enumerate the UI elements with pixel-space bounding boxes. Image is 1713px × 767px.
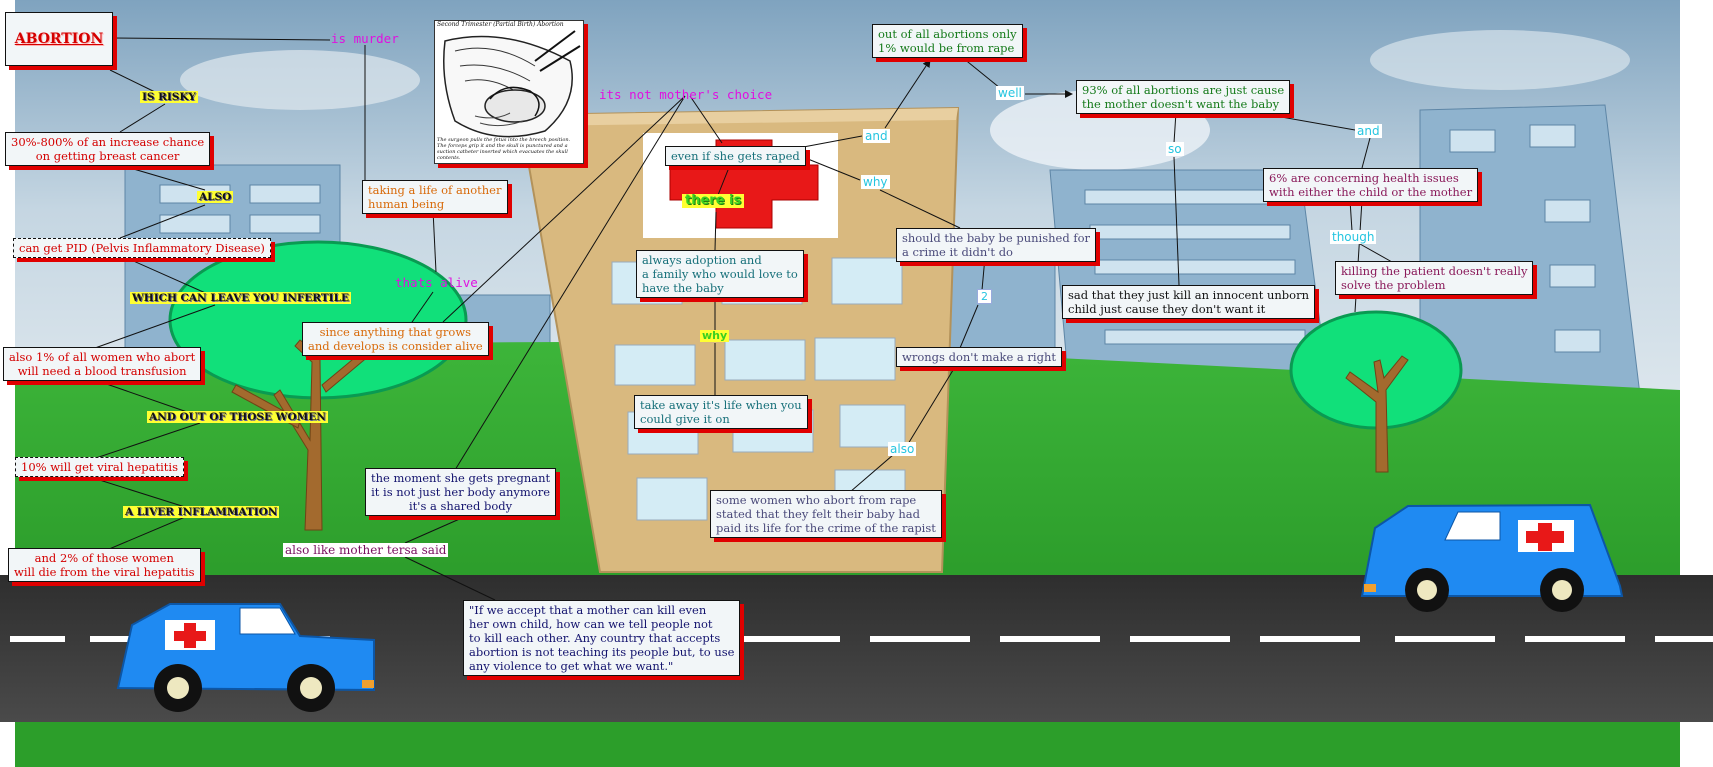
box-quote: "If we accept that a mother can kill eve… xyxy=(463,600,741,676)
box-line: will need a blood transfusion xyxy=(17,364,187,378)
box-line: any violence to get what we want." xyxy=(469,659,674,673)
box-sad: sad that they just kill an innocent unbo… xyxy=(1062,285,1315,319)
label-why: why xyxy=(861,175,890,189)
box-breast-cancer: 30%-800% of an increase chance on gettin… xyxy=(5,132,211,166)
box-punished: should the baby be punished for a crime … xyxy=(896,228,1097,262)
right-tree xyxy=(1289,310,1463,473)
box-line: 30%-800% of an increase chance xyxy=(11,135,205,149)
title-box: ABORTION xyxy=(5,12,113,66)
label-tersa: also like mother tersa said xyxy=(283,543,449,557)
label-there-is: there is xyxy=(682,194,745,208)
box-line: with either the child or the mother xyxy=(1269,185,1473,199)
box-line: human being xyxy=(368,197,445,211)
box-line: 6% are concerning health issues xyxy=(1269,171,1459,185)
box-line: sad that they just kill an innocent unbo… xyxy=(1068,288,1309,302)
abortion-illustration: Second Trimester (Partial Birth) Abortio… xyxy=(434,20,584,164)
cloud xyxy=(180,50,420,110)
illustration-caption-top: Second Trimester (Partial Birth) Abortio… xyxy=(437,21,564,28)
box-adoption: always adoption and a family who would l… xyxy=(636,250,804,298)
label-is-risky: IS RISKY xyxy=(140,91,198,103)
label-also-rape: also xyxy=(888,442,917,456)
label-so: so xyxy=(1166,142,1184,156)
box-pregnant: the moment she gets pregnant it is not j… xyxy=(365,468,557,516)
label-not-choice: its not mother's choice xyxy=(599,87,773,102)
label-why-hospital: why xyxy=(700,329,730,342)
box-line: killing the patient doesn't really xyxy=(1341,264,1528,278)
box-hepatitis: 10% will get viral hepatitis xyxy=(15,457,184,477)
box-even-if-raped: even if she gets raped xyxy=(665,146,806,166)
box-line: a crime it didn't do xyxy=(902,245,1013,259)
box-line: abortion is not teaching its people but,… xyxy=(469,645,735,659)
label-two: 2 xyxy=(977,289,992,304)
box-line: since anything that grows xyxy=(319,325,472,339)
box-grows: since anything that grows and develops i… xyxy=(302,322,489,356)
box-only-1-percent: out of all abortions only 1% would be fr… xyxy=(872,24,1023,58)
box-line: solve the problem xyxy=(1341,278,1446,292)
box-line: paid its life for the crime of the rapis… xyxy=(716,521,936,535)
box-line: stated that they felt their baby had xyxy=(716,507,921,521)
box-6-percent: 6% are concerning health issues with eit… xyxy=(1263,168,1479,202)
box-line: it is not just her body anymore xyxy=(371,485,551,499)
label-and-2: and xyxy=(1355,124,1382,138)
box-line: some women who abort from rape xyxy=(716,493,917,507)
box-line: a family who would love to xyxy=(642,267,798,281)
box-women-felt: some women who abort from rape stated th… xyxy=(710,490,942,538)
box-take-away: take away it's life when you could give … xyxy=(634,395,808,429)
box-line: and 2% of those women xyxy=(34,551,174,565)
label-liver: A LIVER INFLAMMATION xyxy=(123,506,280,518)
box-line: take away it's life when you xyxy=(640,398,802,412)
label-well: well xyxy=(996,86,1024,100)
illustration-caption-bottom: The surgeon pulls the fetus into the bre… xyxy=(437,137,571,161)
label-thats-alive: thats alive xyxy=(395,275,478,290)
ambulance-left xyxy=(116,603,375,712)
title: ABORTION xyxy=(14,31,104,47)
illustration-drawing xyxy=(443,30,581,138)
box-line: to kill each other. Any country that acc… xyxy=(469,631,721,645)
box-line: 93% of all abortions are just cause xyxy=(1082,83,1285,97)
box-line: always adoption and xyxy=(642,253,762,267)
box-line: on getting breast cancer xyxy=(35,149,180,163)
ambulance-right xyxy=(1360,503,1624,612)
box-line: "If we accept that a mother can kill eve… xyxy=(469,603,707,617)
box-line: her own child, how can we tell people no… xyxy=(469,617,713,631)
box-wrongs: wrongs don't make a right xyxy=(896,347,1062,367)
label-is-murder: is murder xyxy=(331,31,399,46)
box-line: will die from the viral hepatitis xyxy=(14,565,195,579)
box-line: taking a life of another xyxy=(368,183,502,197)
box-line: out of all abortions only xyxy=(878,27,1017,41)
box-line: also 1% of all women who abort xyxy=(9,350,196,364)
label-out-of-those: AND OUT OF THOSE WOMEN xyxy=(147,411,328,423)
box-line: have the baby xyxy=(642,281,724,295)
label-and: and xyxy=(863,129,890,143)
label-also: ALSO xyxy=(197,191,234,203)
label-though: though xyxy=(1330,230,1377,244)
cloud xyxy=(1370,30,1630,90)
box-line: child just cause they don't want it xyxy=(1068,302,1266,316)
box-line: and develops is consider alive xyxy=(308,339,483,353)
label-infertile: WHICH CAN LEAVE YOU INFERTILE xyxy=(130,292,351,304)
box-93-percent: 93% of all abortions are just cause the … xyxy=(1076,80,1291,114)
box-die: and 2% of those women will die from the … xyxy=(8,548,201,582)
box-line: 1% would be from rape xyxy=(878,41,1015,55)
box-taking-life: taking a life of another human being xyxy=(362,180,508,214)
box-line: could give it on xyxy=(640,412,730,426)
box-line: the moment she gets pregnant xyxy=(371,471,551,485)
bottom-grass xyxy=(15,722,1680,767)
box-killing: killing the patient doesn't really solve… xyxy=(1335,261,1534,295)
box-line: it's a shared body xyxy=(408,499,513,513)
box-pid: can get PID (Pelvis Inflammatory Disease… xyxy=(13,238,271,258)
box-line: should the baby be punished for xyxy=(902,231,1091,245)
box-transfusion: also 1% of all women who abort will need… xyxy=(3,347,202,381)
box-line: the mother doesn't want the baby xyxy=(1082,97,1280,111)
